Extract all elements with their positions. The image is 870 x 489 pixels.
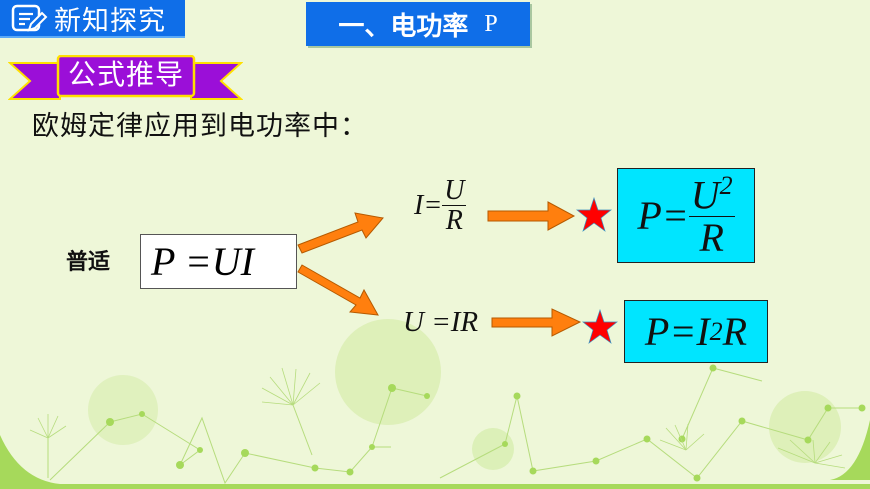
slide-title-symbol: P: [484, 10, 498, 37]
numerator: U2: [688, 170, 735, 218]
numerator-base: U: [690, 172, 720, 218]
denominator: R: [445, 205, 463, 237]
voltage-formula: U =IR: [403, 306, 479, 338]
notepad-pencil-icon: [11, 4, 48, 32]
numerator: U: [442, 175, 467, 207]
result-lhs: P=: [637, 193, 689, 238]
section-tag: 新知探究: [0, 0, 185, 38]
exponent: 2: [719, 170, 733, 200]
denominator: R: [699, 215, 724, 261]
fraction: U2 R: [688, 170, 735, 261]
section-tag-label: 新知探究: [54, 5, 166, 37]
result-lhs: P=I: [644, 309, 710, 354]
intro-text: 欧姆定律应用到电功率中：: [32, 111, 368, 142]
fraction: U R: [442, 175, 467, 237]
current-formula-lhs: I=: [414, 189, 443, 221]
general-label: 普适: [66, 250, 111, 275]
current-formula: I= U R: [414, 175, 467, 237]
main-formula: P =UI: [140, 234, 297, 289]
slide-title: 一、电功率 P: [306, 2, 530, 46]
result-rhs: R: [722, 309, 748, 354]
ribbon-label: 公式推导: [67, 58, 184, 91]
ribbon-banner: [8, 55, 243, 100]
slide-title-text: 一、电功率: [338, 11, 469, 42]
result-formula-voltage: P= U2 R: [617, 168, 755, 263]
exponent: 2: [709, 316, 723, 346]
